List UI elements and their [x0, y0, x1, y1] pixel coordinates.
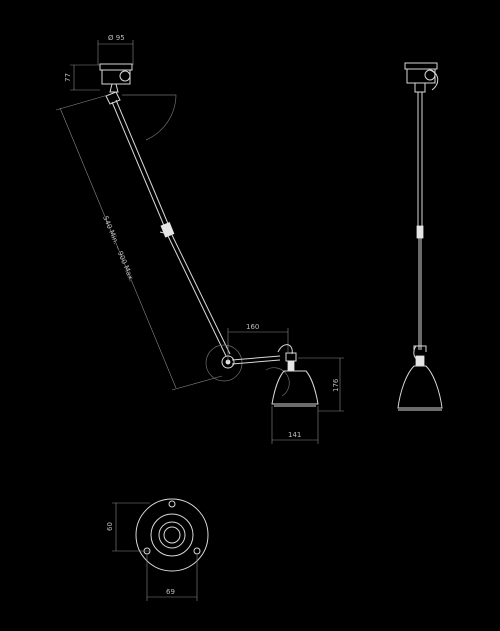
ceiling-height-dimension: 77 — [64, 64, 100, 91]
base-plate-view: 60 69 — [106, 498, 209, 601]
side-ceiling-mount — [404, 62, 439, 93]
base-plate-ring — [150, 513, 194, 557]
ceiling-mount — [99, 63, 133, 105]
shade-height-dimension: 176 — [298, 357, 344, 412]
elbow-width-dimension: 160 — [227, 323, 289, 362]
arm-length-dimension: 540 Min. – 900 Max. — [55, 94, 223, 391]
base-height-dimension: 60 — [106, 502, 150, 552]
screw-hole-right — [193, 547, 201, 555]
base-plate-center — [163, 526, 181, 544]
shade-width-label: 141 — [288, 431, 301, 439]
shade-height-label: 176 — [332, 378, 340, 392]
shade-width-dimension: 141 — [271, 406, 319, 444]
upper-swing-arc — [122, 94, 177, 141]
base-plate-outer — [135, 498, 209, 572]
side-view — [397, 62, 443, 411]
upper-arm — [111, 99, 231, 357]
ceiling-height-label: 77 — [64, 73, 72, 82]
front-view: Ø 95 77 540 Min. – 900 Max. — [55, 34, 344, 444]
elbow-width-label: 160 — [246, 323, 259, 331]
lamp-shade — [271, 352, 319, 407]
ceiling-diameter-label: Ø 95 — [108, 34, 125, 42]
ceiling-diameter-dimension: Ø 95 — [97, 34, 134, 65]
screw-hole-top — [168, 500, 176, 508]
base-height-label: 60 — [106, 522, 114, 531]
base-width-label: 69 — [166, 588, 175, 596]
side-lamp-shade — [397, 345, 443, 411]
arm-length-label: 540 Min. – 900 Max. — [101, 215, 135, 283]
side-rod — [416, 92, 424, 350]
elbow-joint — [205, 344, 290, 397]
base-plate-hub — [158, 521, 186, 549]
base-width-dimension: 69 — [146, 555, 198, 601]
short-arm — [231, 344, 293, 365]
